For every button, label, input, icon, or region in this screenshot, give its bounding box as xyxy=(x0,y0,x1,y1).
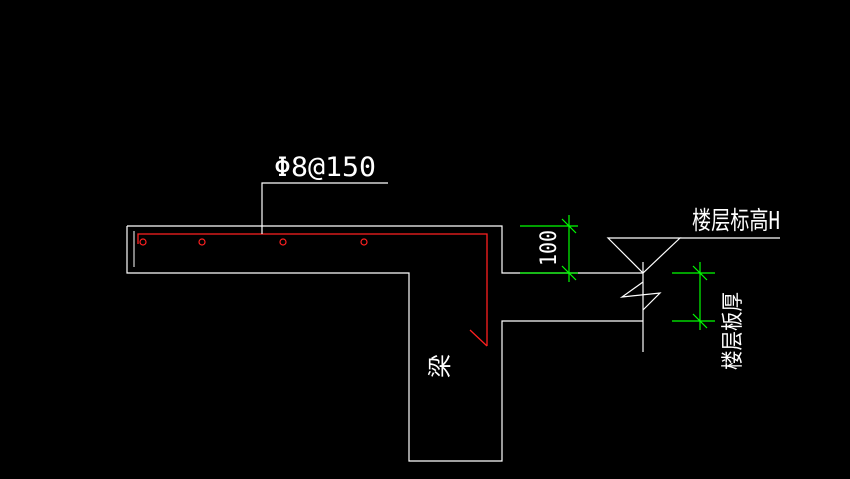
distribution-bar xyxy=(139,238,147,246)
top-rebar xyxy=(137,233,488,346)
distribution-bar xyxy=(198,238,206,246)
elevation-marker-icon xyxy=(606,237,682,274)
rebar-callout-text: Φ8@150 xyxy=(274,152,376,183)
dimension-text: 100 xyxy=(537,230,562,266)
dimension-tick xyxy=(561,265,577,281)
distribution-bar xyxy=(279,238,287,246)
rebar-callout-leader xyxy=(261,182,388,234)
dimension-tick xyxy=(561,218,577,234)
distribution-bar xyxy=(360,238,368,246)
slab-beam-outline-lower xyxy=(126,226,643,462)
thickness-tick xyxy=(692,265,708,281)
slab-beam-outline xyxy=(127,225,643,274)
slab-thickness-text: 楼层板厚 xyxy=(721,292,746,370)
thickness-tick xyxy=(692,313,708,329)
floor-elevation-text: 楼层标高H xyxy=(692,206,780,235)
rebar-hook xyxy=(469,329,488,347)
beam-label-text: 梁 xyxy=(426,354,454,378)
break-line-symbol xyxy=(619,281,662,311)
